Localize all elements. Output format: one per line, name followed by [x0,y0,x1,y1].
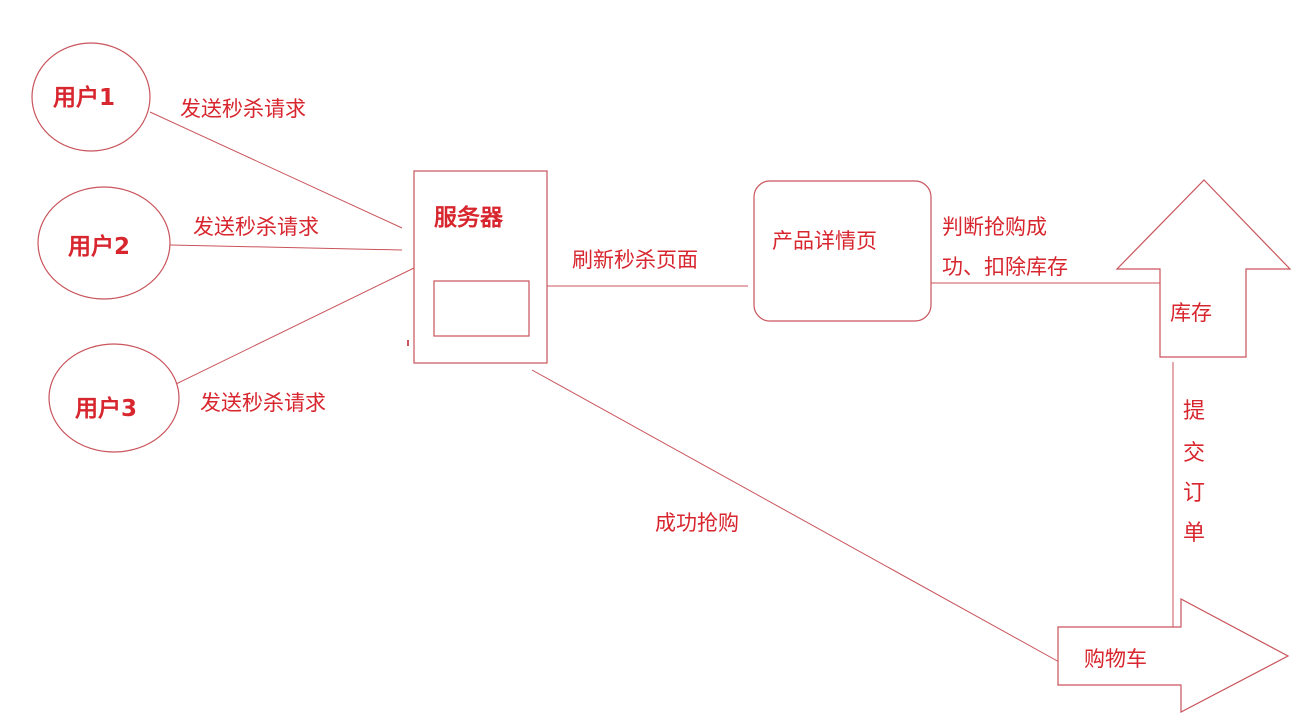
server-label: 服务器 [434,205,504,231]
product-page-node [753,180,932,322]
submit-order-char-4: 单 [1183,521,1205,546]
edge-user3-server [175,267,415,385]
edge-user1-server [149,111,403,229]
user-node-3 [48,343,180,453]
refresh-label: 刷新秒杀页面 [572,248,698,272]
inventory-arrow [1115,179,1292,358]
user-node-1 [31,42,151,152]
success-label: 成功抢购 [655,511,739,535]
inventory-label: 库存 [1170,301,1212,325]
server-inner-box [433,280,530,337]
edge-user2-server [169,244,403,251]
user-request-label-1: 发送秒杀请求 [180,97,306,121]
user-node-2 [37,186,171,300]
user-label-2: 用户2 [68,233,130,260]
judge-label-line2: 功、扣除库存 [942,255,1068,279]
cart-arrow [1057,598,1290,713]
submit-order-char-3: 订 [1183,481,1205,506]
submit-order-char-1: 提 [1183,399,1205,424]
server-edge-mark [407,340,409,346]
edge-server-cart [531,369,1071,669]
submit-order-char-2: 交 [1183,441,1205,466]
cart-label: 购物车 [1084,647,1147,671]
user-request-label-3: 发送秒杀请求 [200,391,326,415]
user-request-label-2: 发送秒杀请求 [193,215,319,239]
product-page-label: 产品详情页 [772,229,877,253]
user-label-3: 用户3 [75,395,137,422]
user-label-1: 用户1 [53,84,115,111]
judge-label-line1: 判断抢购成 [942,215,1047,239]
